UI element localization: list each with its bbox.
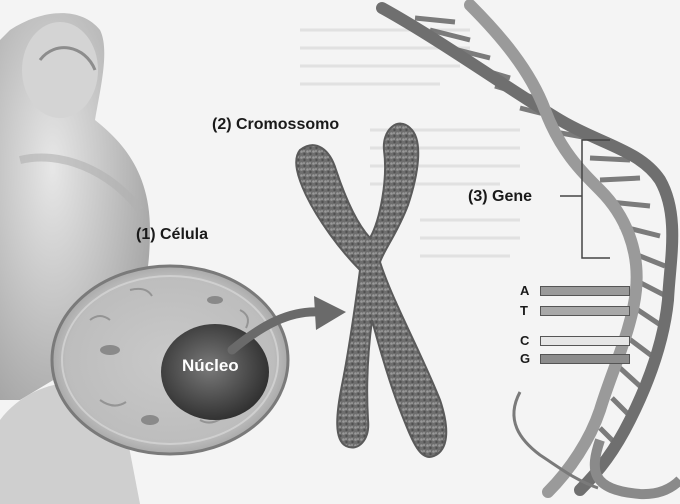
base-bar-g bbox=[540, 354, 630, 364]
gene-label: (3) Gene bbox=[468, 188, 532, 206]
nucleus-label: Núcleo bbox=[182, 356, 239, 376]
chromosome-label: (2) Cromossomo bbox=[212, 116, 339, 134]
base-bar-c bbox=[540, 336, 630, 346]
base-letter-a: A bbox=[520, 283, 529, 298]
base-bar-a bbox=[540, 286, 630, 296]
base-bar-t bbox=[540, 306, 630, 316]
x-chromosome bbox=[296, 124, 446, 457]
base-letter-c: C bbox=[520, 333, 529, 348]
base-letter-g: G bbox=[520, 351, 530, 366]
cell-label: (1) Célula bbox=[136, 226, 208, 244]
base-letter-t: T bbox=[520, 303, 528, 318]
cell-illustration bbox=[52, 266, 288, 454]
